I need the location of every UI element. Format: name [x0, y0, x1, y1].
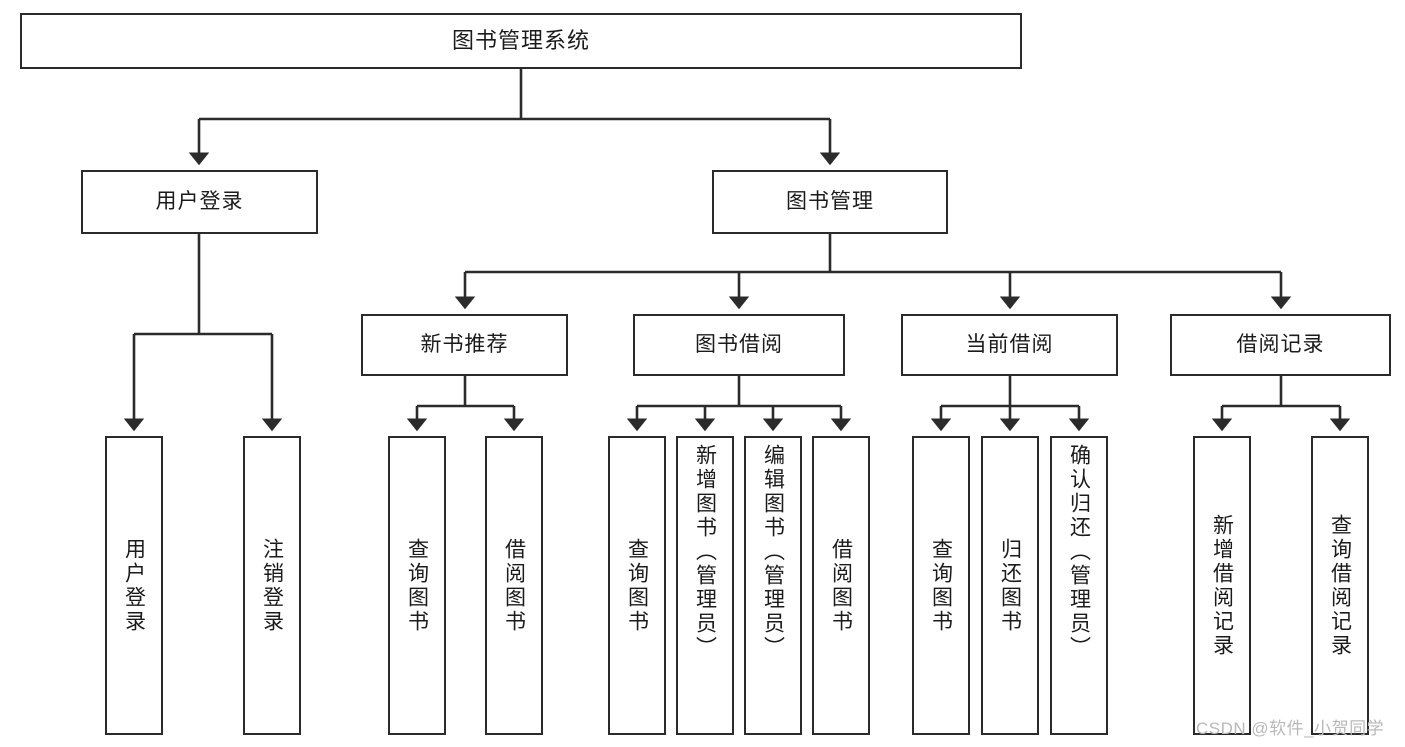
- node-label: 查询图书: [929, 537, 953, 634]
- node-label: 当前借阅: [965, 333, 1054, 357]
- leaf-confirm-return-admin[interactable]: 确认归还（管理员）: [1050, 436, 1108, 735]
- leaf-borrow-book[interactable]: 借阅图书: [812, 436, 870, 735]
- node-root[interactable]: 图书管理系统: [20, 13, 1022, 69]
- leaf-user-logout[interactable]: 注销登录: [243, 436, 301, 735]
- node-new-book-recommend[interactable]: 新书推荐: [361, 314, 568, 376]
- node-label: 查询图书: [625, 537, 649, 634]
- node-label: 新书推荐: [420, 333, 509, 357]
- node-user-login[interactable]: 用户登录: [81, 170, 318, 234]
- node-label: 借阅图书: [502, 537, 526, 634]
- leaf-borrow-book-recommend[interactable]: 借阅图书: [485, 436, 543, 735]
- csdn-watermark: CSDN @软件_小贺同学: [1196, 719, 1385, 738]
- leaf-add-borrow-record[interactable]: 新增借阅记录: [1193, 436, 1251, 735]
- leaf-query-book-borrow[interactable]: 查询图书: [608, 436, 666, 735]
- node-book-management[interactable]: 图书管理: [712, 170, 948, 234]
- leaf-query-book-recommend[interactable]: 查询图书: [388, 436, 446, 735]
- leaf-query-borrow-record[interactable]: 查询借阅记录: [1311, 436, 1369, 735]
- node-label: 确认归还（管理员）: [1067, 444, 1091, 660]
- node-label: 归还图书: [998, 537, 1022, 634]
- node-label: 注销登录: [260, 537, 284, 634]
- node-label: 编辑图书（管理员）: [761, 444, 785, 660]
- node-label: 查询借阅记录: [1328, 513, 1352, 658]
- leaf-query-book-current[interactable]: 查询图书: [912, 436, 970, 735]
- node-label: 借阅图书: [829, 537, 853, 634]
- node-label: 图书借阅: [695, 333, 783, 357]
- node-current-borrow[interactable]: 当前借阅: [901, 314, 1118, 376]
- node-label: 图书管理系统: [451, 28, 590, 54]
- leaf-edit-book-admin[interactable]: 编辑图书（管理员）: [744, 436, 802, 735]
- leaf-return-book[interactable]: 归还图书: [981, 436, 1039, 735]
- node-label: 借阅记录: [1236, 333, 1325, 357]
- leaf-add-book-admin[interactable]: 新增图书（管理员）: [676, 436, 734, 735]
- node-label: 新增图书（管理员）: [693, 444, 717, 660]
- node-label: 用户登录: [122, 537, 146, 634]
- node-borrow-record[interactable]: 借阅记录: [1170, 314, 1391, 376]
- node-label: 新增借阅记录: [1210, 513, 1234, 658]
- node-label: 用户登录: [155, 190, 244, 214]
- leaf-user-login[interactable]: 用户登录: [105, 436, 163, 735]
- node-label: 图书管理: [786, 190, 874, 214]
- node-book-borrow[interactable]: 图书借阅: [633, 314, 845, 376]
- node-label: 查询图书: [405, 537, 429, 634]
